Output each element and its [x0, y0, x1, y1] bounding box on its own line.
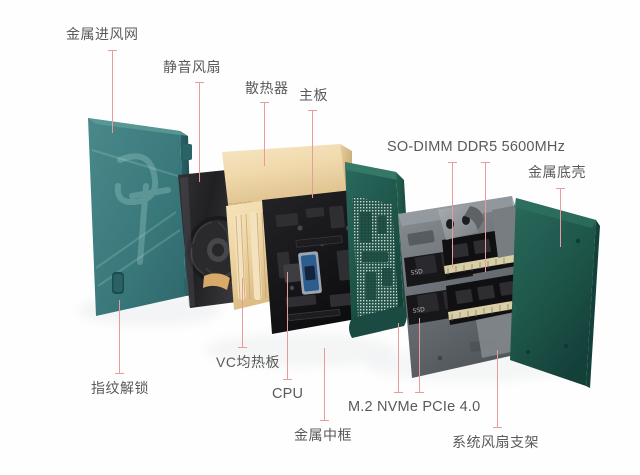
callout-silent-fan: 静音风扇	[163, 59, 221, 75]
leader-cap-heatsink	[260, 102, 269, 104]
callout-vc-vapor-chamber: VC均热板	[216, 354, 280, 370]
callout-m2-nvme-pcie: M.2 NVMe PCIe 4.0	[348, 399, 481, 416]
svg-text:SSD: SSD	[412, 306, 426, 315]
callout-label-metal-air-intake-mesh: 金属进风网	[66, 26, 139, 42]
leader-cap-so-dimm-memory-1	[448, 162, 457, 164]
leader-cap-m2-nvme-pcie-1	[394, 392, 403, 394]
leader-line-metal-air-intake-mesh	[112, 50, 114, 133]
callout-label-vc-vapor-chamber: VC均热板	[216, 354, 280, 370]
usb-port	[298, 251, 322, 295]
callout-so-dimm-memory: SO-DIMM DDR5 5600MHz	[387, 139, 566, 156]
svg-text:SSD: SSD	[410, 268, 424, 277]
leader-cap-metal-mid-frame	[320, 420, 329, 422]
callout-cpu: CPU	[272, 386, 304, 403]
callout-label-system-fan-bracket: 系统风扇支架	[452, 434, 539, 450]
part-component-tray: SSD SSD	[398, 196, 530, 378]
leader-cap-vc-vapor-chamber	[238, 347, 247, 349]
leader-cap-so-dimm-memory-2	[481, 162, 490, 164]
callout-metal-bottom-shell: 金属底壳	[528, 164, 586, 180]
callout-label-fingerprint-unlock: 指纹解锁	[91, 380, 149, 396]
callout-label-m2-nvme-pcie: M.2 NVMe PCIe 4.0	[348, 399, 481, 415]
leader-cap-cpu	[283, 379, 292, 381]
callout-metal-air-intake-mesh: 金属进风网	[66, 26, 139, 42]
leader-line-metal-bottom-shell	[560, 188, 562, 247]
leader-line-silent-fan	[199, 82, 201, 182]
callout-label-cpu: CPU	[272, 386, 304, 402]
leader-cap-metal-air-intake-mesh	[108, 50, 117, 52]
leader-line-so-dimm-memory-1	[452, 162, 454, 268]
leader-line-m2-nvme-pcie-2	[419, 318, 421, 392]
part-metal-air-intake-mesh	[88, 118, 193, 316]
leader-line-mainboard	[312, 110, 314, 198]
so-dimm-module-2	[446, 274, 520, 325]
leader-line-cpu	[287, 272, 289, 379]
part-metal-mid-frame	[345, 162, 412, 338]
callout-label-metal-mid-frame: 金属中框	[294, 427, 352, 443]
cpu-package	[283, 263, 301, 283]
callout-label-mainboard: 主板	[299, 87, 328, 103]
callout-label-silent-fan: 静音风扇	[163, 59, 221, 75]
leader-line-system-fan-bracket	[497, 350, 499, 427]
leader-cap-metal-bottom-shell	[556, 188, 565, 190]
callout-heatsink: 散热器	[245, 80, 289, 96]
leader-cap-silent-fan	[195, 82, 204, 84]
leader-cap-mainboard	[308, 110, 317, 112]
leader-line-fingerprint-unlock	[119, 300, 121, 373]
leader-line-heatsink	[264, 102, 266, 166]
callout-fingerprint-unlock: 指纹解锁	[91, 380, 149, 396]
callout-label-metal-bottom-shell: 金属底壳	[528, 164, 586, 180]
leader-line-metal-mid-frame	[324, 348, 326, 420]
leader-cap-m2-nvme-pcie-2	[415, 392, 424, 394]
leader-cap-system-fan-bracket	[493, 427, 502, 429]
leader-line-so-dimm-memory-2	[485, 162, 487, 272]
callout-label-so-dimm-memory: SO-DIMM DDR5 5600MHz	[387, 139, 566, 155]
callout-mainboard: 主板	[299, 87, 328, 103]
callout-system-fan-bracket: 系统风扇支架	[452, 434, 539, 450]
leader-line-vc-vapor-chamber	[242, 278, 244, 347]
callout-label-heatsink: 散热器	[245, 80, 289, 96]
callout-metal-mid-frame: 金属中框	[294, 427, 352, 443]
part-metal-bottom-shell	[510, 198, 600, 388]
leader-line-m2-nvme-pcie-1	[398, 323, 400, 392]
leader-cap-fingerprint-unlock	[115, 373, 124, 375]
